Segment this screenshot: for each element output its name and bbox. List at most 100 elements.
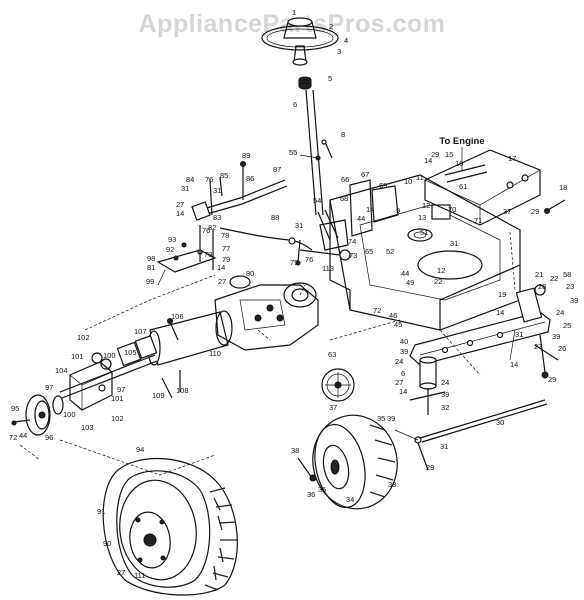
- part-label-p99: 99: [146, 277, 154, 286]
- part-label-p36: 36: [307, 490, 315, 499]
- part-label-p105: 105: [124, 348, 137, 357]
- part-label-p70: 70: [448, 205, 456, 214]
- part-label-p63: 63: [328, 350, 336, 359]
- part-label-p72b: 72: [9, 433, 17, 442]
- part-label-p96: 96: [45, 433, 53, 442]
- part-label-p31a: 31: [181, 184, 189, 193]
- rear-frame-rail: [424, 149, 541, 226]
- tie-rod: [394, 399, 548, 471]
- part-label-p66: 66: [341, 175, 349, 184]
- part-label-p92: 92: [166, 245, 174, 254]
- front-hubcap: [321, 368, 355, 402]
- steering-linkage: [295, 219, 351, 266]
- part-label-p91: 91: [97, 507, 105, 516]
- part-label-p68: 68: [340, 194, 348, 203]
- part-label-p3: 3: [337, 47, 341, 56]
- part-label-p31e: 31: [515, 330, 523, 339]
- part-label-p78b: 78: [204, 250, 212, 259]
- part-label-p27c: 27: [534, 342, 542, 351]
- part-label-p107: 107: [134, 327, 147, 336]
- front-wheel: [312, 414, 398, 510]
- part-label-p49: 49: [406, 278, 414, 287]
- part-label-p46: 46: [389, 311, 397, 320]
- part-label-p86: 86: [246, 174, 254, 183]
- axle-bracket: [69, 361, 113, 411]
- part-label-p69: 69: [379, 181, 387, 190]
- part-label-p89: 89: [242, 151, 250, 160]
- part-label-p16: 16: [455, 159, 463, 168]
- part-label-p58: 58: [563, 270, 571, 279]
- part-label-p51: 51: [420, 228, 428, 237]
- part-label-p14a: 14: [176, 209, 184, 218]
- part-label-p24a: 24: [556, 308, 564, 317]
- part-label-p34: 34: [346, 495, 354, 504]
- part-label-p39d: 39: [441, 390, 449, 399]
- part-label-p67: 67: [361, 170, 369, 179]
- part-label-p29d: 29: [426, 463, 434, 472]
- part-label-p110: 110: [209, 349, 221, 358]
- part-label-p87: 87: [273, 165, 281, 174]
- part-label-p74: 74: [348, 237, 356, 246]
- part-label-p22: 22: [434, 277, 442, 286]
- part-label-p37a: 37: [503, 207, 511, 216]
- part-label-p40: 40: [400, 337, 408, 346]
- part-label-p10: 10: [404, 177, 412, 186]
- part-label-p27b: 27: [218, 277, 226, 286]
- part-label-p90: 90: [103, 539, 111, 548]
- part-label-p33: 33: [388, 480, 396, 489]
- part-label-p18: 18: [559, 183, 567, 192]
- part-label-p27e: 27: [117, 568, 125, 577]
- part-label-p29c: 29: [548, 375, 556, 384]
- part-label-p106: 106: [171, 312, 184, 321]
- part-label-p29b: 29: [531, 207, 539, 216]
- part-label-p21: 21: [535, 270, 543, 279]
- right-spindle: [509, 284, 559, 379]
- part-label-p84: 84: [186, 175, 194, 184]
- part-label-p102b: 102: [111, 414, 124, 423]
- part-label-p31f: 31: [440, 442, 448, 451]
- part-label-p22b: 22: [550, 274, 558, 283]
- part-label-p28: 28: [538, 282, 546, 291]
- part-label-p54: 54: [313, 196, 321, 205]
- part-label-p39a: 39: [570, 296, 578, 305]
- part-label-p2: 2: [329, 22, 333, 31]
- part-label-p65: 65: [365, 247, 373, 256]
- part-label-p17: 17: [508, 154, 516, 163]
- part-label-p77: 77: [222, 244, 230, 253]
- part-label-p55: 55: [289, 148, 297, 157]
- part-label-p44a: 44: [357, 214, 365, 223]
- part-label-p79: 79: [222, 255, 230, 264]
- part-label-p93: 93: [168, 235, 176, 244]
- part-label-p13: 13: [418, 213, 426, 222]
- part-label-p14c: 14: [366, 205, 374, 214]
- part-label-p23: 23: [566, 282, 574, 291]
- part-label-p4: 4: [344, 36, 348, 45]
- bolt-parts: [299, 139, 333, 161]
- axle-bolts: [161, 318, 181, 399]
- part-label-p37b: 37: [329, 403, 337, 412]
- part-label-p14g: 14: [399, 387, 407, 396]
- part-label-p30: 30: [496, 418, 504, 427]
- part-label-p76a: 76: [205, 175, 213, 184]
- part-label-p27a: 27: [176, 200, 184, 209]
- brake-cable: [219, 227, 313, 251]
- part-label-p6: 6: [293, 100, 297, 109]
- part-label-p108: 108: [176, 386, 189, 395]
- part-label-p39b: 39: [552, 332, 560, 341]
- part-label-p80: 80: [246, 269, 254, 278]
- part-label-p88: 88: [271, 213, 279, 222]
- part-label-p109: 109: [152, 391, 165, 400]
- part-label-p102a: 102: [77, 333, 90, 342]
- part-label-p103: 103: [81, 423, 94, 432]
- part-label-p38: 38: [291, 446, 299, 455]
- part-label-p31c: 31: [295, 221, 303, 230]
- part-label-p61: 61: [459, 182, 467, 191]
- part-label-p44c: 44: [19, 431, 27, 440]
- part-label-p45: 45: [394, 320, 402, 329]
- part-label-p100b: 100: [63, 410, 76, 419]
- part-label-p76c: 76: [305, 255, 313, 264]
- part-label-p97a: 97: [117, 385, 125, 394]
- part-label-p19: 19: [498, 290, 506, 299]
- part-label-p39e: 39: [387, 414, 395, 423]
- part-label-p97b: 97: [45, 383, 53, 392]
